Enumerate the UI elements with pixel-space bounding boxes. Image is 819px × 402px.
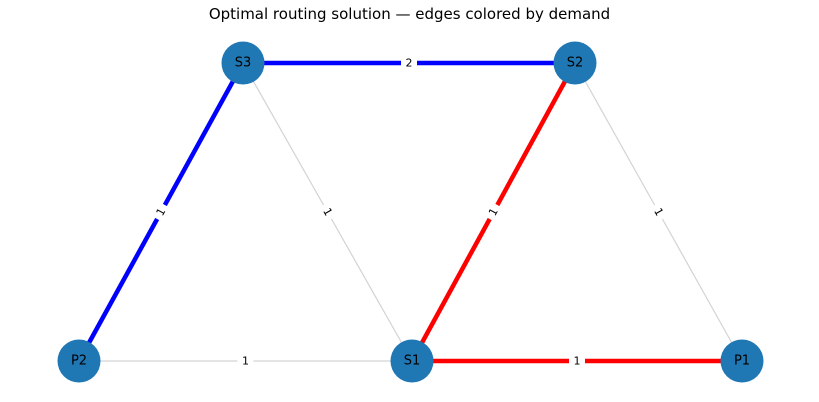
edge-label-background [317, 201, 338, 223]
node-label-P2: P2 [71, 354, 87, 369]
edge-label-P2-S1: 1 [237, 353, 254, 369]
edge-label-P2-S3: 1 [150, 201, 172, 223]
edge-label-background [483, 201, 504, 223]
node-S2 [553, 41, 597, 85]
node-S1 [390, 339, 434, 383]
node-P1 [720, 339, 764, 383]
edge-label-S3-S1: 1 [317, 201, 338, 223]
edge-label-S3-S2: 2 [401, 55, 417, 71]
edge-label-background [569, 353, 585, 369]
node-label-P1: P1 [734, 354, 750, 369]
node-P2 [57, 339, 101, 383]
edge-label-background [648, 201, 669, 223]
edge-label-S2-P1: 1 [648, 201, 669, 223]
edge-label-background [150, 201, 172, 223]
edge-label-text: 1 [574, 355, 581, 368]
edge-label-text: 2 [406, 57, 413, 70]
node-label-S1: S1 [404, 354, 421, 369]
edge-label-S1-S2: 1 [483, 201, 504, 223]
node-label-S2: S2 [567, 56, 584, 71]
node-label-S3: S3 [235, 56, 252, 71]
edge-label-background [237, 353, 254, 369]
edge-label-text: 1 [242, 355, 249, 368]
edge-label-S1-P1: 1 [569, 353, 585, 369]
edge-label-background [401, 55, 417, 71]
node-S3 [221, 41, 265, 85]
